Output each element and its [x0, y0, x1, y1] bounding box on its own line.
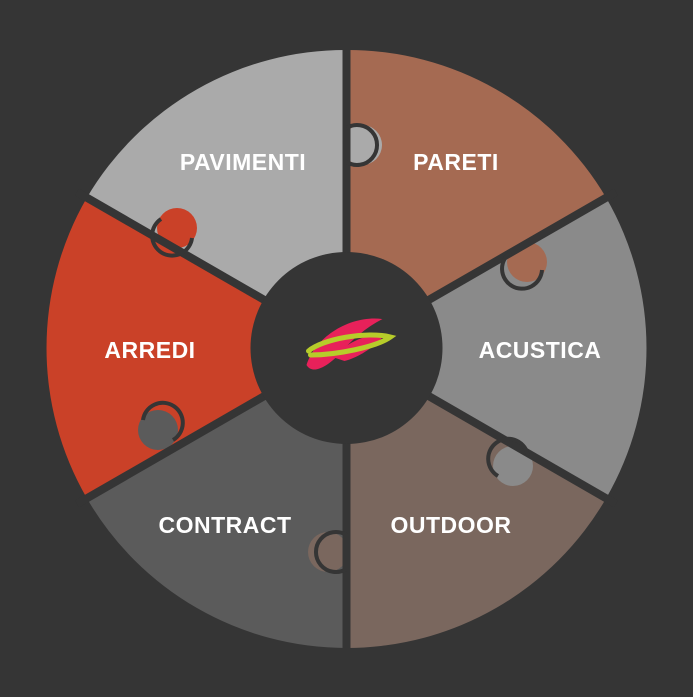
brand-logo-icon[interactable] — [306, 318, 397, 370]
segment-pavimenti[interactable] — [86, 49, 347, 305]
puzzle-knob-acustica — [493, 446, 533, 486]
puzzle-knob-contract — [138, 410, 178, 450]
logo-lime-ring — [306, 332, 397, 358]
segment-pareti[interactable] — [346, 49, 607, 305]
puzzle-knob-pavimenti — [342, 125, 382, 165]
segment-contract[interactable] — [86, 391, 347, 648]
segment-outdoor[interactable] — [346, 391, 607, 648]
knob-outlines — [141, 123, 544, 574]
segment-dividers — [75, 40, 618, 658]
puzzle-knob-arredi — [157, 208, 197, 248]
